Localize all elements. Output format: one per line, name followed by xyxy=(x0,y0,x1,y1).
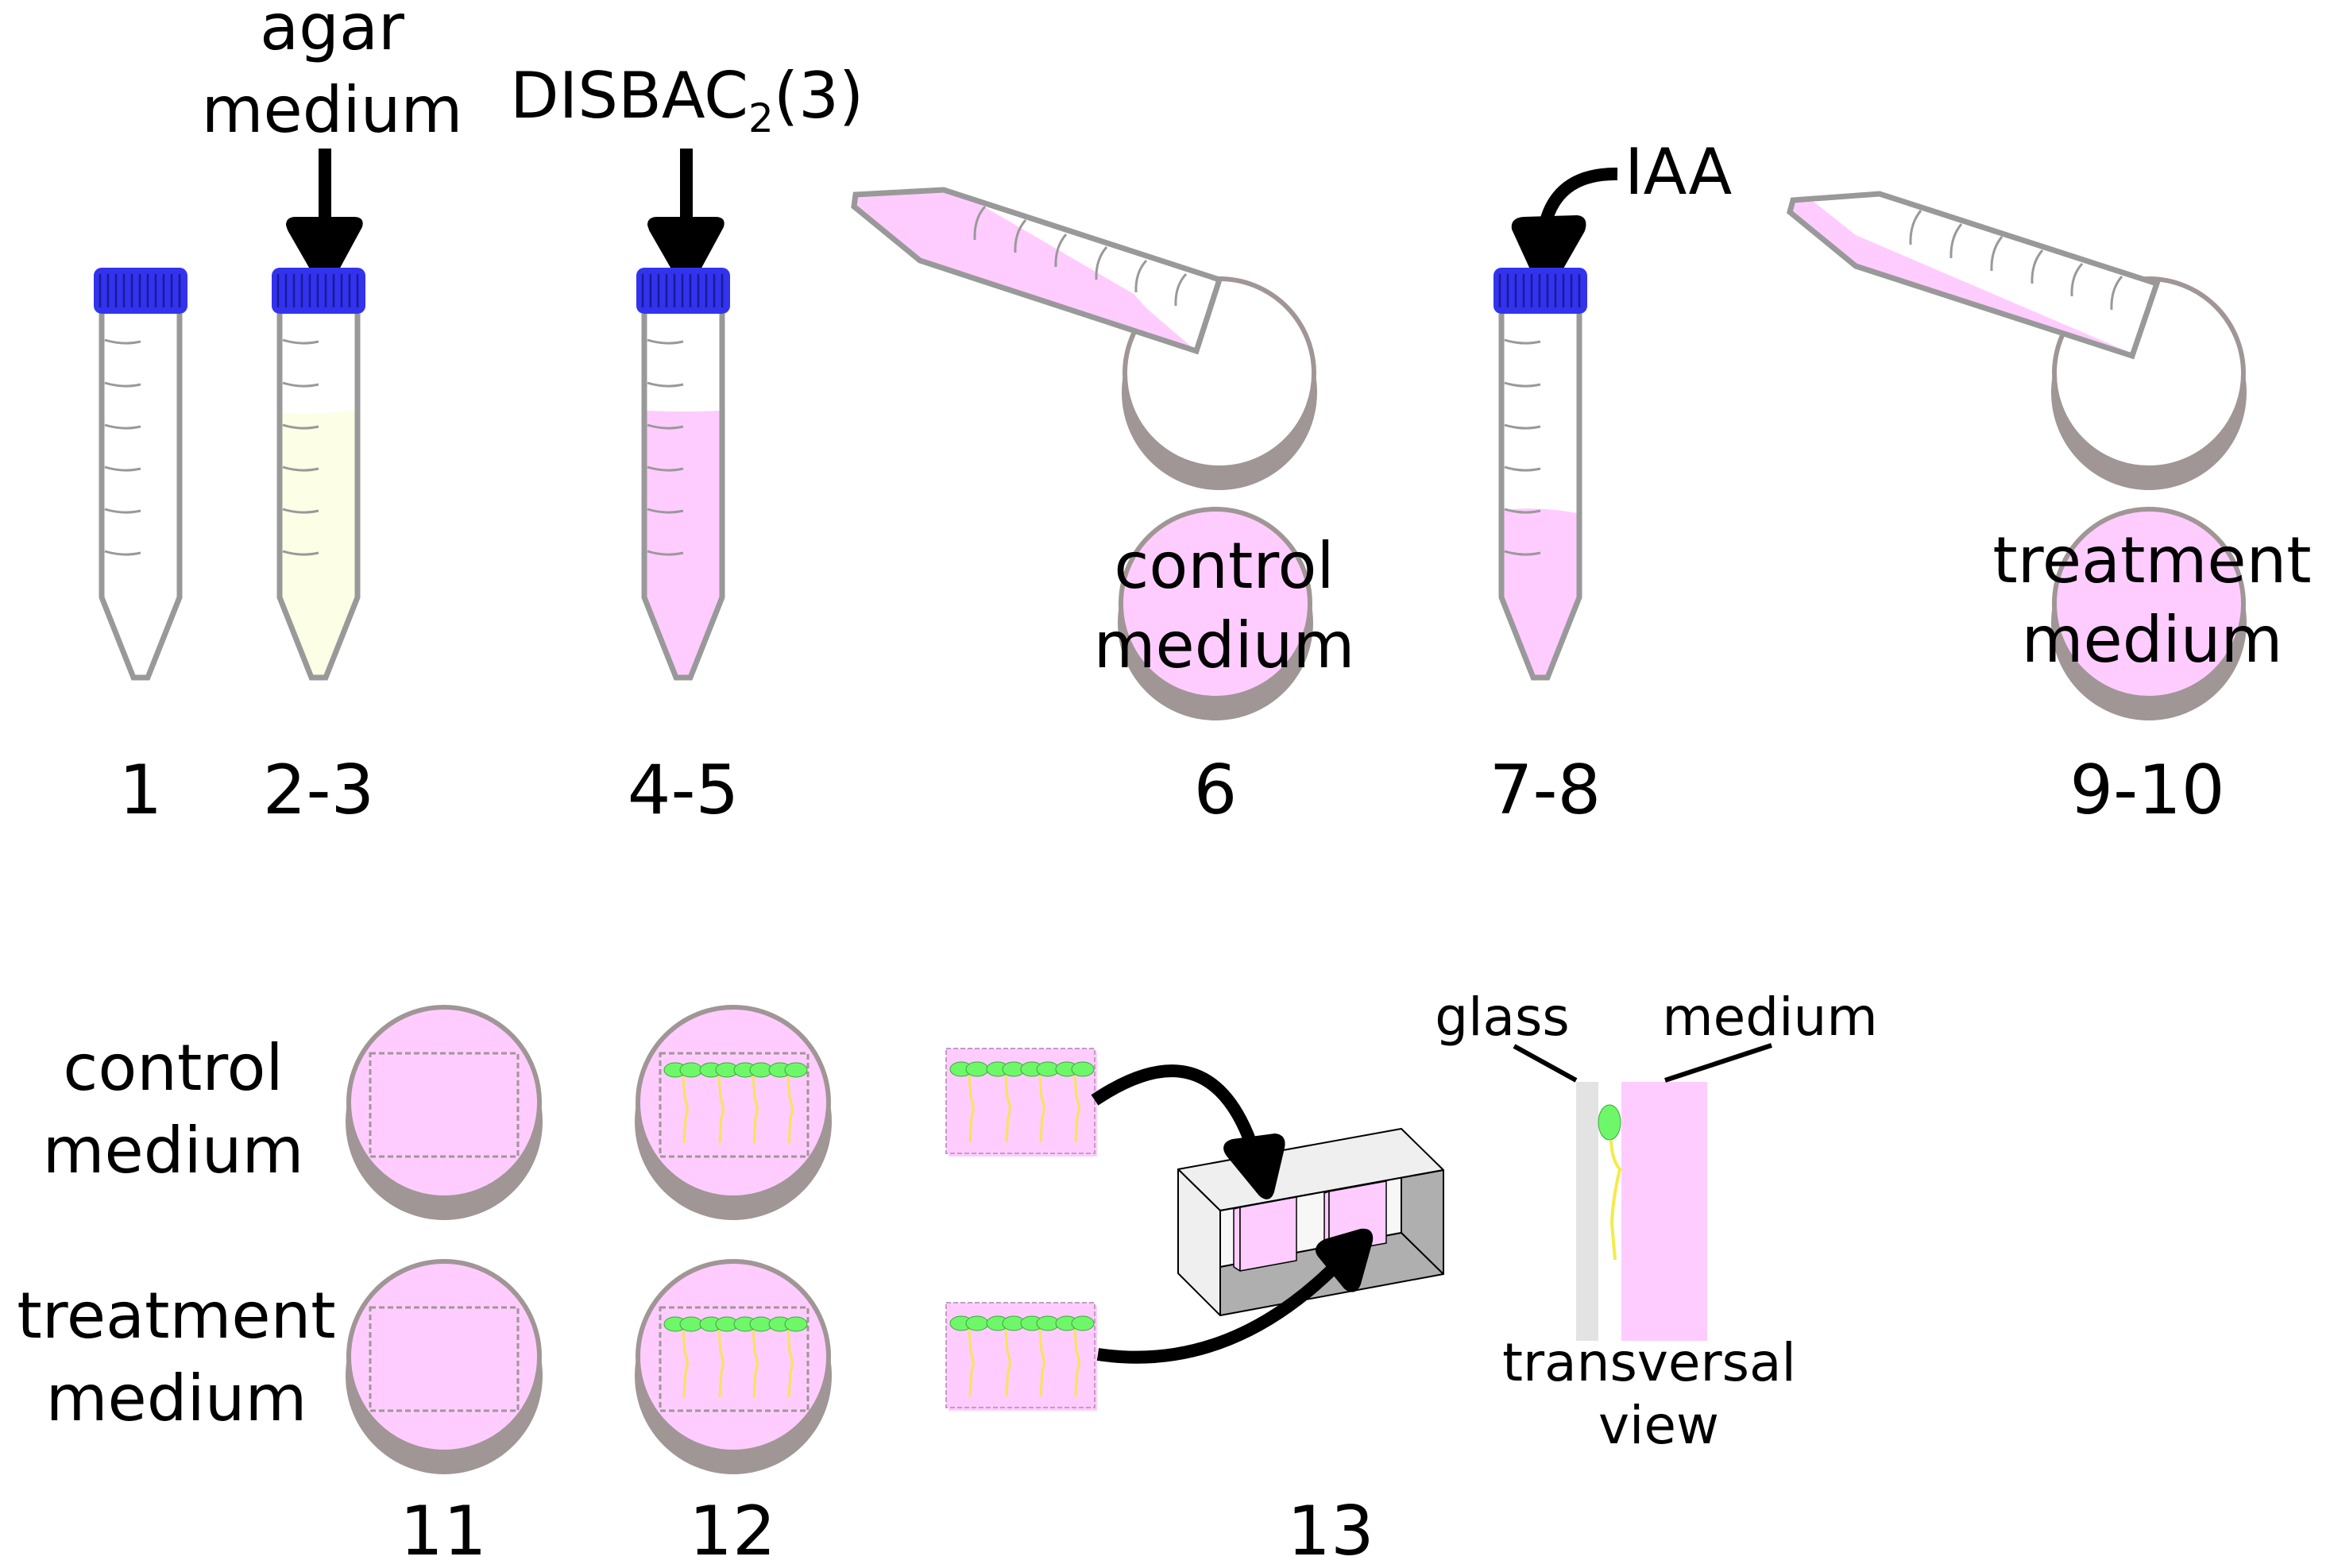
transversal-caption-line1: transversal xyxy=(1502,1332,1796,1393)
iaa-medium-fill xyxy=(1504,508,1577,675)
pipette-6-icon xyxy=(851,187,1223,355)
step-2-3: 2-3 xyxy=(263,751,374,830)
seedling-root-icon xyxy=(1609,1140,1622,1261)
pipette-treatment-fill xyxy=(1790,200,2132,353)
dish-12-treatment xyxy=(635,1259,832,1474)
step-11: 11 xyxy=(400,1492,486,1568)
agar-arrow-icon xyxy=(286,149,363,289)
disbac-arrow-icon xyxy=(647,149,725,289)
row-treatment-label-line2: medium xyxy=(46,1361,307,1435)
disbac-medium-fill xyxy=(647,411,720,675)
pipette-9-10-icon xyxy=(1787,191,2161,360)
row-control-label-line1: control xyxy=(63,1031,283,1105)
glass-slab xyxy=(1576,1082,1598,1341)
row-control-label-line2: medium xyxy=(43,1114,304,1188)
glass-pointer-line xyxy=(1513,1044,1578,1083)
step-12: 12 xyxy=(689,1492,775,1568)
dish-12-control xyxy=(635,1005,832,1220)
medium-label: medium xyxy=(1662,987,1877,1048)
control-medium-dish-6 xyxy=(1118,507,1313,720)
disbac-main: DISBAC xyxy=(510,59,748,133)
step-9-10: 9-10 xyxy=(2069,751,2224,830)
agar-label-line2: medium xyxy=(202,73,463,147)
agar-strip-control xyxy=(945,1048,1097,1157)
seedling-leaf-icon xyxy=(1598,1104,1621,1141)
disbac-subscript: 2 xyxy=(748,95,774,141)
transversal-view xyxy=(1513,1043,1772,1341)
dish-11-control xyxy=(346,1005,543,1220)
step-1: 1 xyxy=(119,751,163,830)
dish-9-10-label-line1: treatment xyxy=(1992,523,2311,597)
step-13: 13 xyxy=(1287,1492,1374,1568)
step-7-8: 7-8 xyxy=(1490,751,1601,830)
tube-1 xyxy=(92,266,189,678)
tube-cap-icon xyxy=(92,266,189,315)
medium-slab xyxy=(1621,1082,1707,1341)
dish-6-label-line2: medium xyxy=(1094,608,1355,682)
dish-11-treatment xyxy=(346,1259,543,1474)
transfer-arrow-bottom-icon xyxy=(1096,1228,1374,1364)
imaging-chamber-icon xyxy=(1177,1128,1444,1316)
glass-label: glass xyxy=(1435,987,1569,1048)
step-6: 6 xyxy=(1194,751,1238,830)
tube-2-3 xyxy=(270,266,367,678)
step-4-5: 4-5 xyxy=(628,751,739,830)
transfer-arrow-top-icon xyxy=(1091,1064,1285,1199)
dish-9-10-label-line2: medium xyxy=(2022,603,2283,677)
row-treatment-label-line1: treatment xyxy=(17,1279,335,1353)
treatment-medium-dish-9-10 xyxy=(2051,507,2247,720)
agar-strip-treatment xyxy=(945,1302,1097,1411)
tube-7-8 xyxy=(1492,266,1589,678)
transversal-caption-line2: view xyxy=(1598,1395,1719,1456)
pipette-medium-fill xyxy=(854,190,1196,351)
iaa-label: IAA xyxy=(1625,135,1733,209)
agar-fill xyxy=(282,410,355,675)
dish-6-label-line1: control xyxy=(1114,529,1334,603)
medium-pointer-line xyxy=(1664,1043,1772,1083)
tube-4-5 xyxy=(635,266,732,678)
disbac-label: DISBAC2(3) xyxy=(510,59,864,141)
disbac-suffix: (3) xyxy=(774,59,864,133)
agar-label-line1: agar xyxy=(260,0,404,64)
